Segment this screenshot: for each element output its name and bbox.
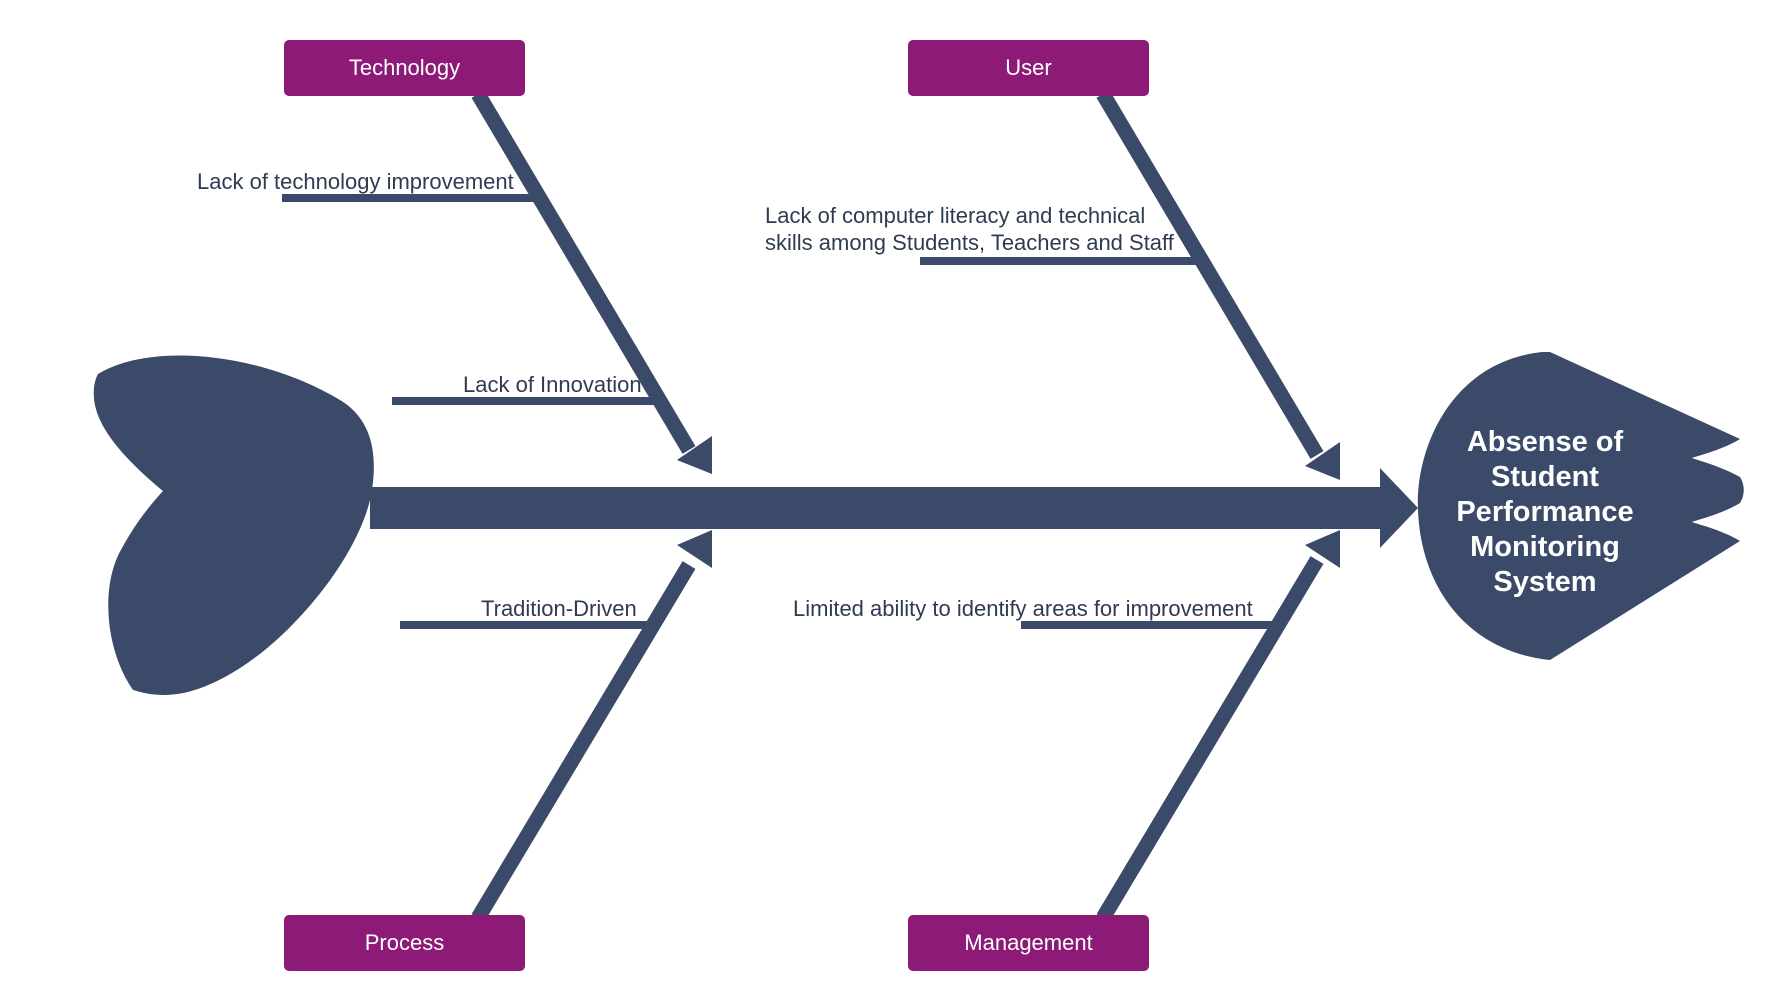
category-user-label: User [1005,55,1052,80]
bone-user-arrowhead [1305,442,1340,480]
fish-spine [370,487,1385,529]
cause-identify-improvement: Limited ability to identify areas for im… [793,596,1253,621]
category-process: Process [284,915,525,971]
cause-computer-literacy-line2: skills among Students, Teachers and Staf… [765,230,1174,255]
bone-management [1096,556,1324,922]
cause-tradition-driven: Tradition-Driven [481,596,637,621]
cause-computer-literacy-line1: Lack of computer literacy and technical [765,203,1146,228]
bone-process [471,561,696,922]
category-process-label: Process [364,930,445,955]
bone-technology-arrowhead [677,436,712,474]
effect-line-4: Monitoring [1470,531,1620,563]
bone-user [1096,90,1324,459]
bone-technology [471,90,696,454]
fish-head [1417,352,1744,660]
effect-line-5: System [1493,566,1597,598]
effect-line-2: Student [1491,461,1599,493]
cause-technology-improvement: Lack of technology improvement [197,169,514,194]
effect-label: Absense of Student Performance Monitorin… [1400,425,1690,600]
category-technology-label: Technology [348,55,461,80]
cause-innovation: Lack of Innovation [463,372,642,397]
spine-arrowhead [1380,468,1418,548]
bone-management-arrowhead [1305,530,1340,568]
effect-line-3: Performance [1456,496,1634,528]
fish-tail [93,355,374,695]
category-management-label: Management [964,930,1093,955]
category-technology: Technology [284,40,525,96]
bone-process-arrowhead [677,530,712,568]
effect-line-1: Absense of [1466,426,1624,458]
category-user: User [908,40,1149,96]
category-management: Management [908,915,1149,971]
